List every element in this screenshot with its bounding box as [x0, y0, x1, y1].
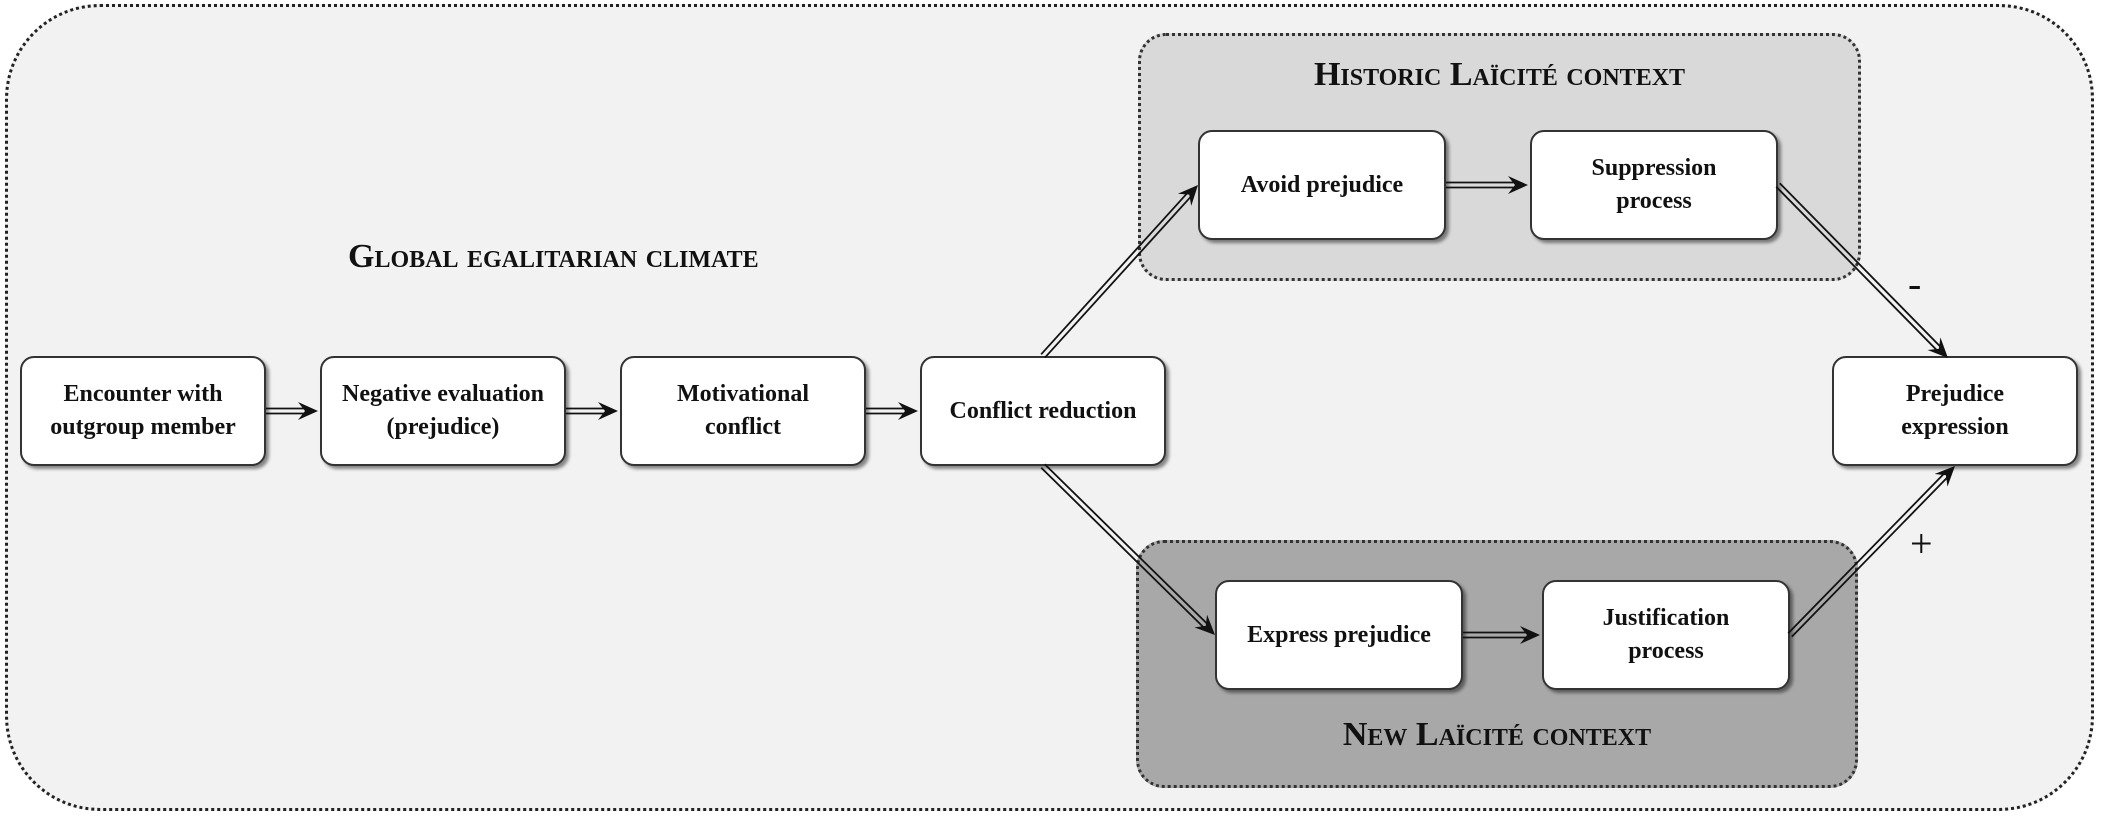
arrow-express-to-justification	[1463, 626, 1540, 644]
new-context-title: New Laïcité context	[1342, 716, 1652, 753]
box-avoid-prejudice-label: Avoid prejudice	[1240, 171, 1404, 198]
global-climate-title: Global egalitarian climate	[348, 238, 759, 275]
arrow-reduction-to-avoid	[1040, 185, 1198, 359]
box-negative-evaluation: Negative evaluation(prejudice)	[320, 356, 566, 466]
arrow-encounter-to-evaluation	[266, 402, 318, 420]
positive-effect-sign: +	[1910, 521, 1933, 566]
box-express-prejudice: Express prejudice	[1215, 580, 1463, 690]
negative-effect-sign: -	[1908, 261, 1922, 306]
box-conflict-reduction: Conflict reduction	[920, 356, 1166, 466]
historic-context-title: Historic Laïcité context	[1313, 56, 1686, 93]
box-conflict-reduction-label: Conflict reduction	[949, 397, 1137, 424]
arrow-reduction-to-express	[1040, 463, 1215, 635]
arrow-suppression-to-expression	[1775, 182, 1948, 358]
arrow-avoid-to-suppression	[1446, 176, 1528, 194]
arrow-conflict-to-reduction	[866, 402, 918, 420]
box-avoid-prejudice: Avoid prejudice	[1198, 130, 1446, 240]
box-express-prejudice-label: Express prejudice	[1247, 621, 1431, 648]
arrow-justification-to-expression	[1787, 466, 1955, 638]
box-negative-evaluation-label: Negative evaluation(prejudice)	[342, 381, 544, 440]
arrow-evaluation-to-conflict	[566, 402, 618, 420]
